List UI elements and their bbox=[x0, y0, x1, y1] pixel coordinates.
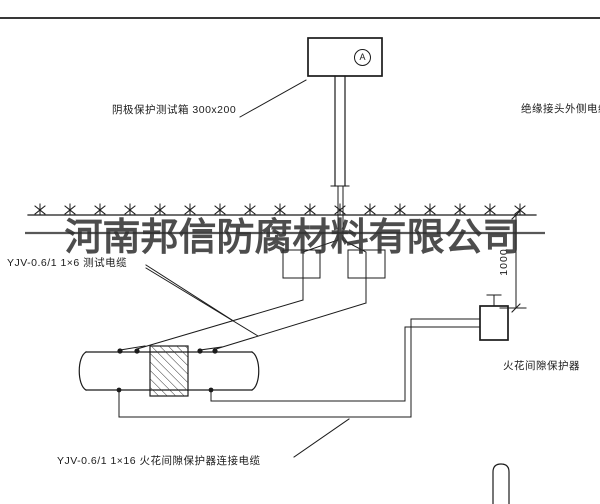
connection-cable-leader-line bbox=[293, 418, 350, 458]
outer-cable-label: 绝缘接头外侧电缆 bbox=[521, 103, 600, 115]
connection-cable-label: YJV-0.6/1 1×16 火花间隙保护器连接电缆 bbox=[57, 455, 261, 467]
depth-dimension-label: 1000 bbox=[498, 248, 510, 276]
spark-gap-protector-label: 火花间隙保护器 bbox=[503, 360, 580, 372]
conduit bbox=[302, 75, 367, 304]
test-cable-leader-lines bbox=[145, 264, 259, 337]
ammeter-symbol: A bbox=[354, 49, 371, 66]
insulating-joint bbox=[149, 345, 189, 397]
ammeter-letter: A bbox=[359, 52, 366, 62]
concrete-block-right bbox=[347, 249, 386, 279]
concrete-block-left bbox=[282, 249, 321, 279]
test-box-leader-line bbox=[239, 79, 307, 118]
test-cable-label: YJV-0.6/1 1×6 测试电缆 bbox=[7, 257, 128, 269]
ground-line bbox=[27, 203, 537, 216]
spark-gap-protector bbox=[479, 294, 509, 341]
pipe-riser-symbol bbox=[492, 463, 510, 504]
protector-connection-cables bbox=[118, 318, 481, 418]
dimension-line bbox=[499, 210, 527, 313]
test-cables bbox=[119, 299, 367, 351]
test-box-label: 阴极保护测试箱 300x200 bbox=[112, 104, 237, 116]
